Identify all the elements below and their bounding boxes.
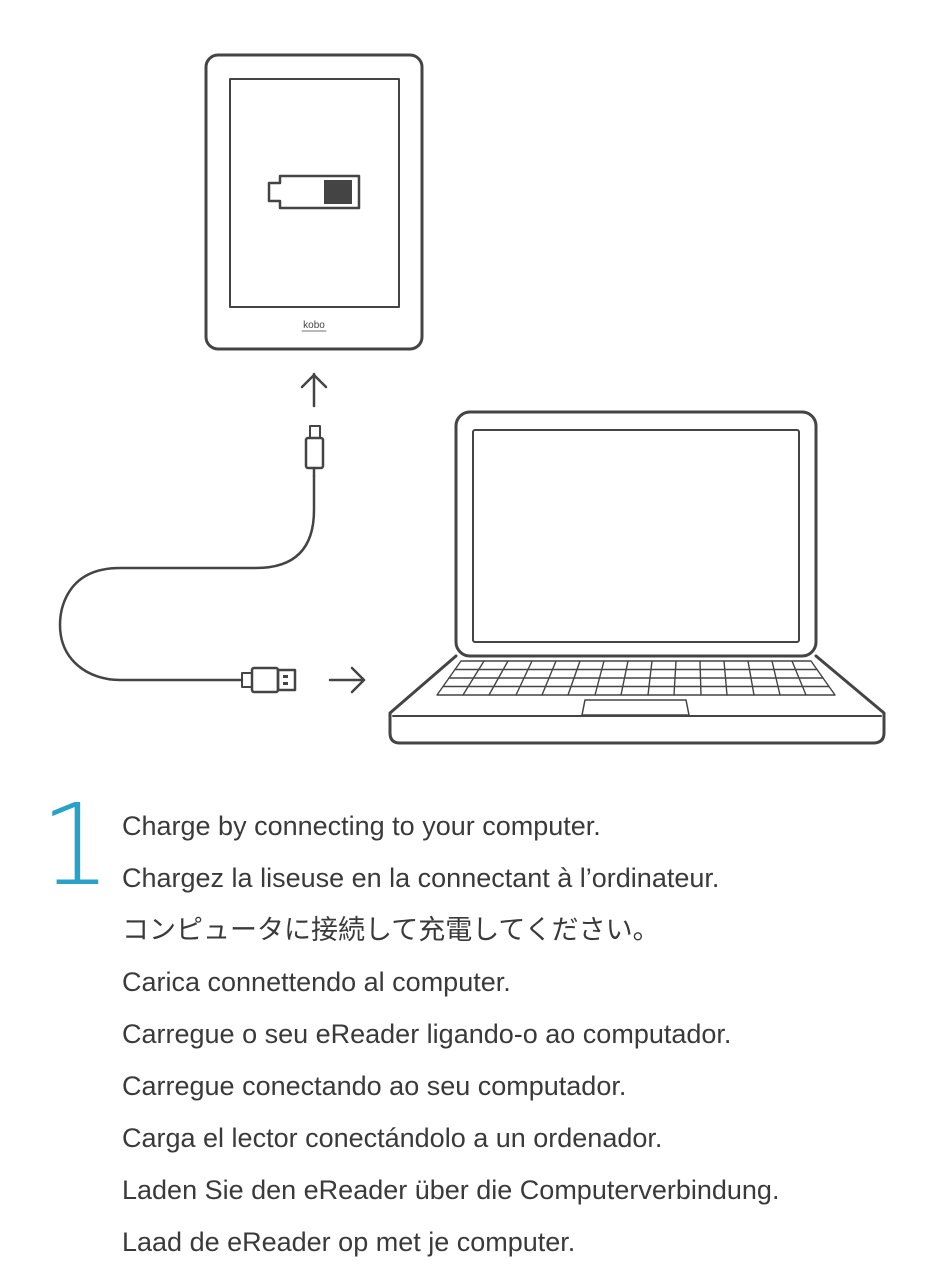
usb-a-connector — [241, 666, 297, 694]
instruction-japanese: コンピュータに接続して充電してください。 — [122, 915, 660, 945]
laptop-computer — [388, 410, 886, 745]
laptop-keyboard — [436, 660, 836, 696]
instruction-dutch: Laad de eReader op met je computer. — [122, 1227, 576, 1257]
instruction-portuguese-pt: Carregue o seu eReader ligando-o ao comp… — [122, 1019, 732, 1049]
arrow-right-icon — [328, 666, 366, 694]
micro-usb-connector — [304, 425, 325, 478]
instruction-portuguese-br: Carregue conectando ao seu computador. — [122, 1071, 627, 1101]
usb-cable — [58, 474, 316, 682]
battery-icon — [267, 174, 361, 210]
instruction-italian: Carica connettendo al computer. — [122, 967, 511, 997]
instruction-english: Charge by connecting to your computer. — [122, 811, 601, 841]
kobo-logo: kobo — [303, 320, 325, 331]
laptop-trackpad — [581, 699, 690, 716]
ereader-device: kobo — [204, 53, 424, 351]
charging-illustration: kobo — [58, 53, 886, 745]
instruction-french: Chargez la liseuse en la connectant à l’… — [122, 863, 720, 893]
step-number: 1 — [40, 781, 112, 911]
instruction-list: Charge by connecting to your computer. C… — [122, 806, 779, 1274]
instruction-spanish: Carga el lector conectándolo a un ordena… — [122, 1123, 663, 1153]
arrow-up-icon — [300, 372, 328, 408]
instruction-german: Laden Sie den eReader über die Computerv… — [122, 1175, 780, 1205]
